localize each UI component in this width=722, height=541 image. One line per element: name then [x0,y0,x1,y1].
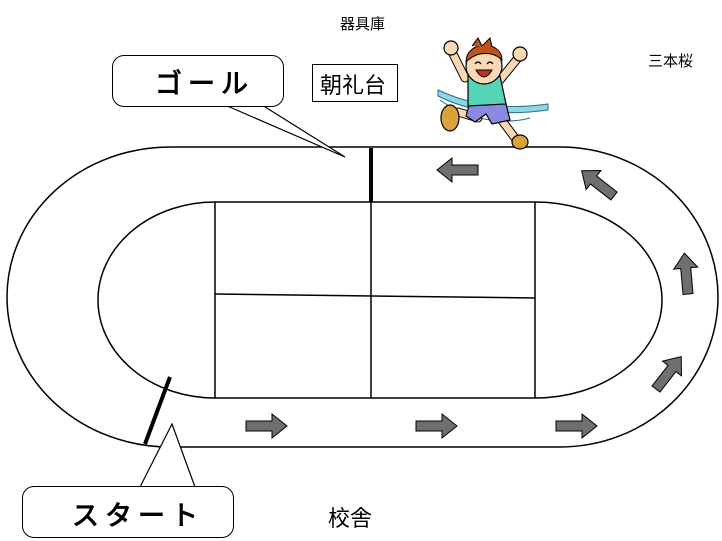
direction-arrow [245,412,288,440]
equipment-storage-label: 器具庫 [340,15,386,33]
inner-track-line [97,201,663,399]
start-callout [22,486,234,538]
direction-arrow [672,252,699,295]
start-label: スタート [72,501,204,532]
direction-arrow [581,170,618,201]
runner-illustration [437,37,549,150]
start-callout-tail [139,422,196,488]
goal-callout [112,55,284,107]
three-cherry-trees-label: 三本桜 [648,52,694,70]
outer-track-line [6,146,719,448]
morning-assembly-stand-box [312,64,398,102]
goal-callout-tail [224,104,346,158]
morning-assembly-stand-label: 朝礼台 [320,74,387,99]
infield-line-middle [214,293,536,299]
start-line [143,376,172,445]
direction-arrow [555,412,598,440]
school-building-label: 校舎 [328,507,373,532]
goal-label: ゴール [155,69,254,100]
direction-arrow [436,156,479,184]
direction-arrow [651,356,682,393]
direction-arrow [415,412,458,440]
